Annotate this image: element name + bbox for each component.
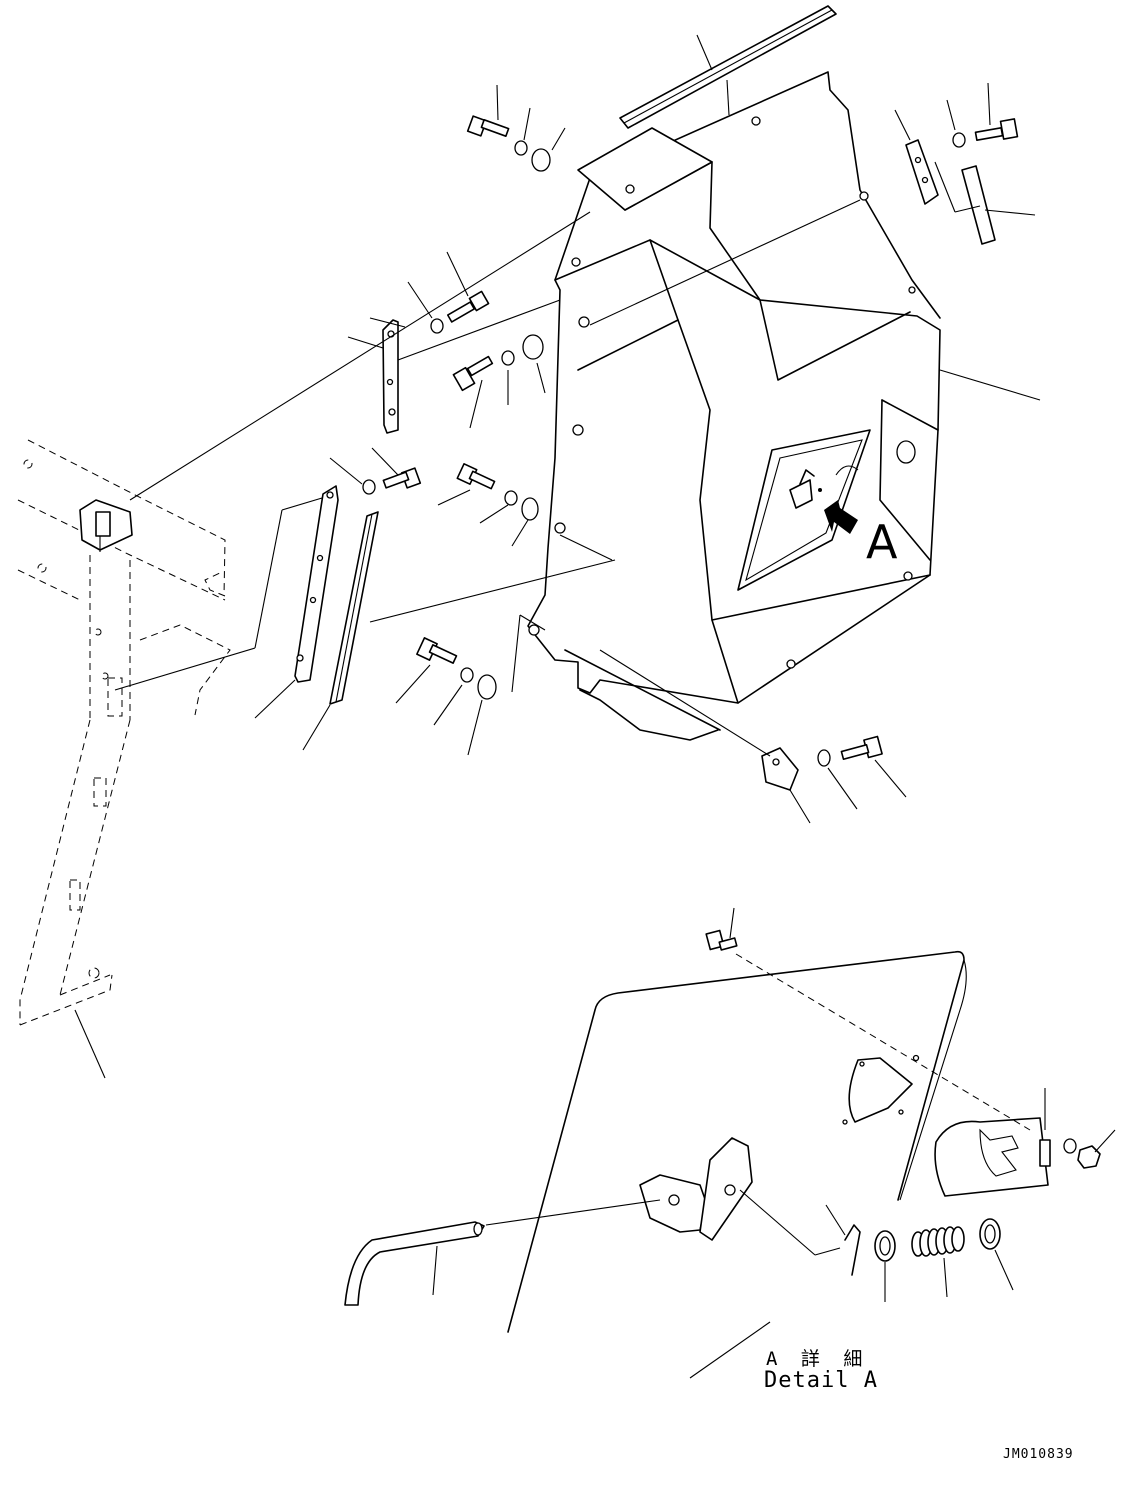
view-direction-arrow-icon (824, 500, 858, 534)
warning-decal-icon (789, 465, 859, 509)
detail-label-english: Detail A (764, 1368, 878, 1393)
seal-rubber-strip (329, 511, 379, 705)
spring (911, 1226, 965, 1257)
detail-a-assembly (344, 907, 1116, 1379)
main-duct-cover (527, 71, 941, 741)
hardware-set (362, 115, 1019, 791)
drawing-number: JM010839 (1003, 1447, 1074, 1462)
detail-label-japanese: A 詳 細 (766, 1348, 869, 1370)
hinge-plate-upper (382, 319, 399, 434)
frame-latch-bracket (79, 499, 133, 552)
top-seal-strip (619, 5, 837, 129)
view-marker-label: A (866, 515, 898, 569)
leader-lines (74, 34, 1041, 1079)
machine-frame-outline (17, 439, 231, 1026)
top-mounting-bracket (577, 127, 713, 211)
hinge-plate-lower (294, 485, 339, 683)
